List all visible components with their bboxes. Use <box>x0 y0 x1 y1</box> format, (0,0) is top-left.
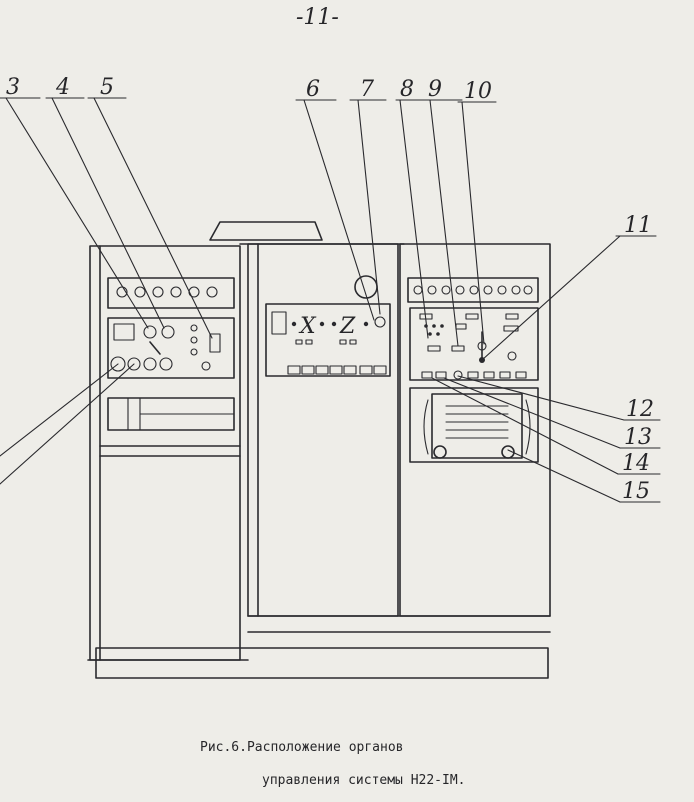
callout-3: 3 <box>6 75 20 100</box>
small-button[interactable] <box>201 361 211 371</box>
callout-13: 13 <box>624 425 652 450</box>
leader-lines <box>0 97 661 503</box>
caption-line-1: Рис.6.Расположение органов <box>200 740 404 755</box>
callout-15: 15 <box>622 479 650 504</box>
meter-window <box>113 323 135 341</box>
callout-4: 4 <box>55 75 70 100</box>
callout-12: 12 <box>626 397 654 422</box>
right-button-row <box>421 370 527 380</box>
right-indicator-row <box>413 285 533 295</box>
caption-line-2: управления системы Н22-IМ. <box>262 773 466 788</box>
coordinate-panel <box>265 303 391 377</box>
callout-numbers: 3 4 5 6 7 8 9 10 11 12 13 14 15 <box>6 75 654 504</box>
left-control-panel <box>107 317 235 379</box>
callout-5: 5 <box>100 75 114 100</box>
knob-7[interactable] <box>374 316 386 328</box>
callout-14: 14 <box>622 451 650 476</box>
knob-1[interactable] <box>110 356 126 372</box>
x-axis-letter: X <box>298 314 317 339</box>
top-hatch <box>209 221 323 241</box>
callout-11: 11 <box>624 213 652 238</box>
callout-10: 10 <box>464 79 492 104</box>
left-cabinet <box>89 245 241 661</box>
callout-9: 9 <box>428 77 442 102</box>
toggle-switch[interactable] <box>149 341 161 355</box>
middle-cabinet: X Z <box>209 221 405 617</box>
cabinet-base <box>87 615 551 679</box>
callout-6: 6 <box>306 77 320 102</box>
vent-slots <box>445 405 509 439</box>
callout-7: 7 <box>360 77 374 102</box>
fan-unit <box>409 387 539 463</box>
indicator-lamp-row <box>116 286 218 298</box>
right-cabinet <box>399 243 551 617</box>
knob-4b[interactable] <box>161 325 175 339</box>
knob-2[interactable] <box>127 357 141 371</box>
button-row <box>287 365 387 375</box>
knob-4[interactable] <box>143 325 157 339</box>
callout-8: 8 <box>400 77 414 102</box>
switch-5[interactable] <box>209 333 221 353</box>
z-axis-letter: Z <box>339 314 356 339</box>
page-number: -11- <box>296 5 339 30</box>
